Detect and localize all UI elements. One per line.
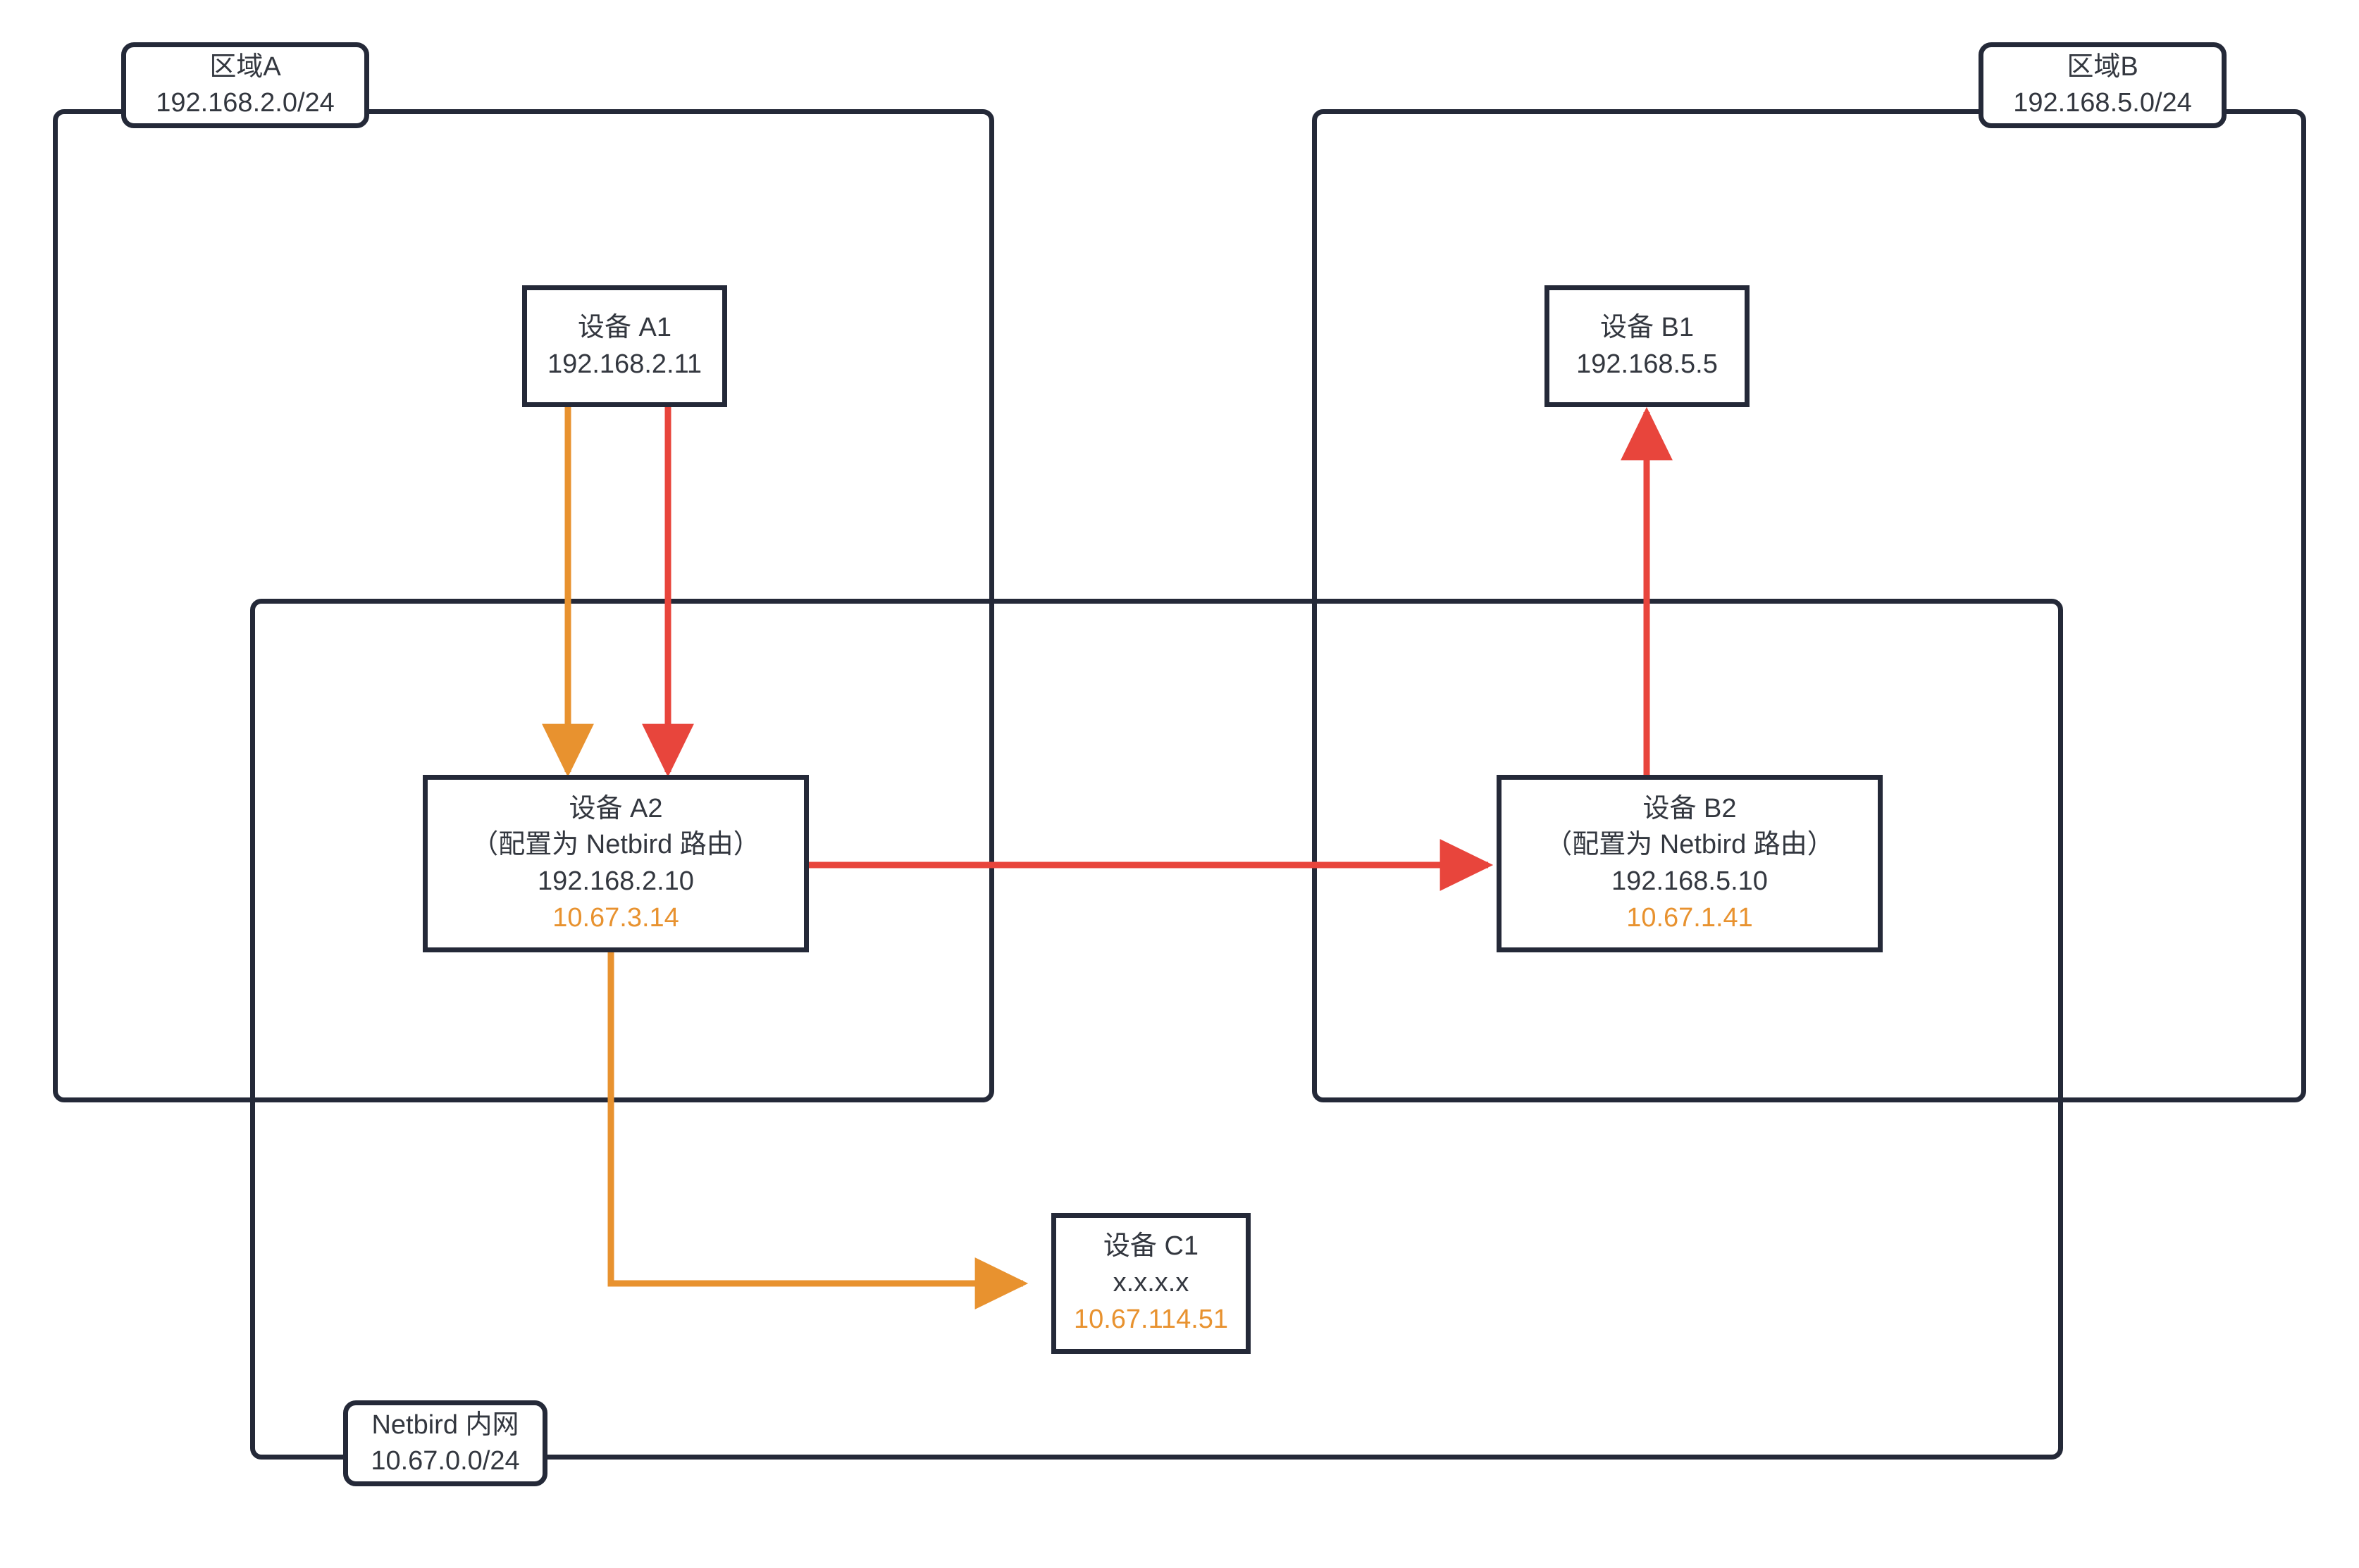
device-b2-ip: 192.168.5.10 — [1611, 866, 1768, 896]
device-b1-name: 设备 B1 — [1599, 312, 1695, 342]
zone-a-cidr: 192.168.2.0/24 — [156, 88, 335, 118]
device-a1-node[interactable]: 设备 A1 192.168.2.11 — [522, 285, 727, 407]
device-b1-ip: 192.168.5.5 — [1576, 349, 1718, 379]
zone-b-cidr: 192.168.5.0/24 — [2013, 88, 2192, 118]
device-b2-name: 设备 B2 — [1642, 793, 1737, 823]
zone-a-container — [53, 109, 994, 1102]
netbird-cidr: 10.67.0.0/24 — [371, 1446, 520, 1476]
netbird-label: Netbird 内网 10.67.0.0/24 — [343, 1400, 547, 1486]
device-a2-name: 设备 A2 — [569, 793, 663, 823]
netbird-name: Netbird 内网 — [371, 1410, 519, 1441]
device-c1-overlay-ip: 10.67.114.51 — [1073, 1304, 1229, 1334]
zone-b-label: 区域B 192.168.5.0/24 — [1979, 42, 2227, 128]
device-b2-overlay-ip: 10.67.1.41 — [1626, 902, 1753, 933]
device-a2-overlay-ip: 10.67.3.14 — [552, 902, 679, 933]
device-c1-name: 设备 C1 — [1103, 1231, 1199, 1262]
device-a1-ip: 192.168.2.11 — [547, 349, 702, 379]
zone-a-label: 区域A 192.168.2.0/24 — [121, 42, 369, 128]
device-c1-node[interactable]: 设备 C1 x.x.x.x 10.67.114.51 — [1051, 1213, 1251, 1354]
device-a2-ip: 192.168.2.10 — [538, 866, 694, 896]
device-a1-name: 设备 A1 — [577, 312, 672, 342]
device-b2-node[interactable]: 设备 B2 （配置为 Netbird 路由） 192.168.5.10 10.6… — [1497, 775, 1883, 952]
device-c1-ip: x.x.x.x — [1113, 1268, 1189, 1298]
netbird-container — [250, 599, 2063, 1460]
device-b1-node[interactable]: 设备 B1 192.168.5.5 — [1544, 285, 1750, 407]
device-a2-note: （配置为 Netbird 路由） — [471, 830, 760, 860]
device-b2-note: （配置为 Netbird 路由） — [1545, 830, 1834, 860]
zone-b-name: 区域B — [2067, 52, 2138, 82]
zone-b-container — [1312, 109, 2306, 1102]
zone-a-name: 区域A — [209, 52, 281, 82]
device-a2-node[interactable]: 设备 A2 （配置为 Netbird 路由） 192.168.2.10 10.6… — [423, 775, 809, 952]
